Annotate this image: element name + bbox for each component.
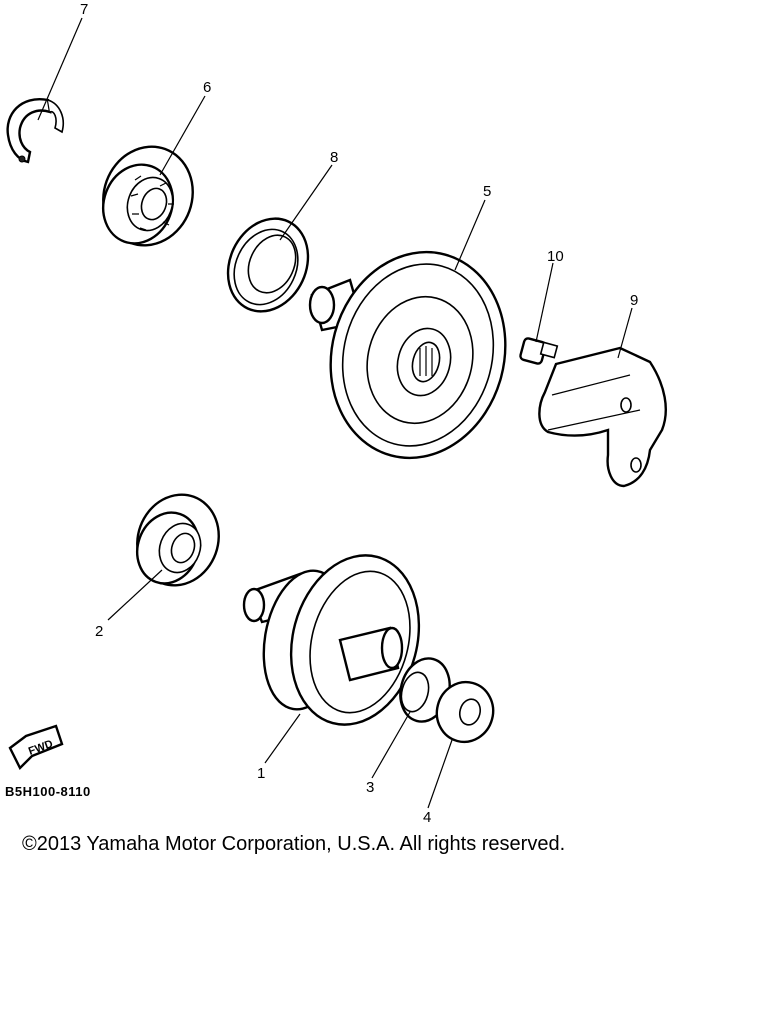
gear-part-1[interactable]	[242, 541, 437, 739]
leader-lines	[37, 17, 633, 809]
washer-part-4[interactable]	[430, 676, 500, 748]
bearing-part-6[interactable]	[90, 134, 207, 258]
callout-1: 1	[257, 765, 265, 782]
parts-diagram: FWD 7 6 8 5 10 9 2 1 3 4	[6, 1, 667, 826]
callout-5: 5	[483, 183, 491, 200]
callout-7: 7	[80, 1, 88, 18]
callout-3: 3	[366, 779, 374, 796]
bolt-part-10[interactable]	[519, 337, 559, 365]
bracket-part-9[interactable]	[538, 346, 667, 488]
bearing-part-2[interactable]	[125, 483, 232, 597]
fwd-arrow-icon: FWD	[8, 724, 64, 771]
circlip-part-7[interactable]	[6, 98, 64, 164]
callout-9: 9	[630, 292, 638, 309]
callout-10: 10	[547, 248, 564, 265]
circlip-hole	[18, 155, 26, 163]
copyright-notice: ©2013 Yamaha Motor Corporation, U.S.A. A…	[22, 833, 566, 855]
diagram-code: B5H100-8110	[5, 784, 91, 799]
callout-4: 4	[423, 809, 431, 826]
oil-seal-part-8[interactable]	[213, 205, 322, 324]
callout-8: 8	[330, 149, 338, 166]
callout-2: 2	[95, 623, 103, 640]
callout-6: 6	[203, 79, 211, 96]
gear-part-5[interactable]	[308, 232, 528, 477]
